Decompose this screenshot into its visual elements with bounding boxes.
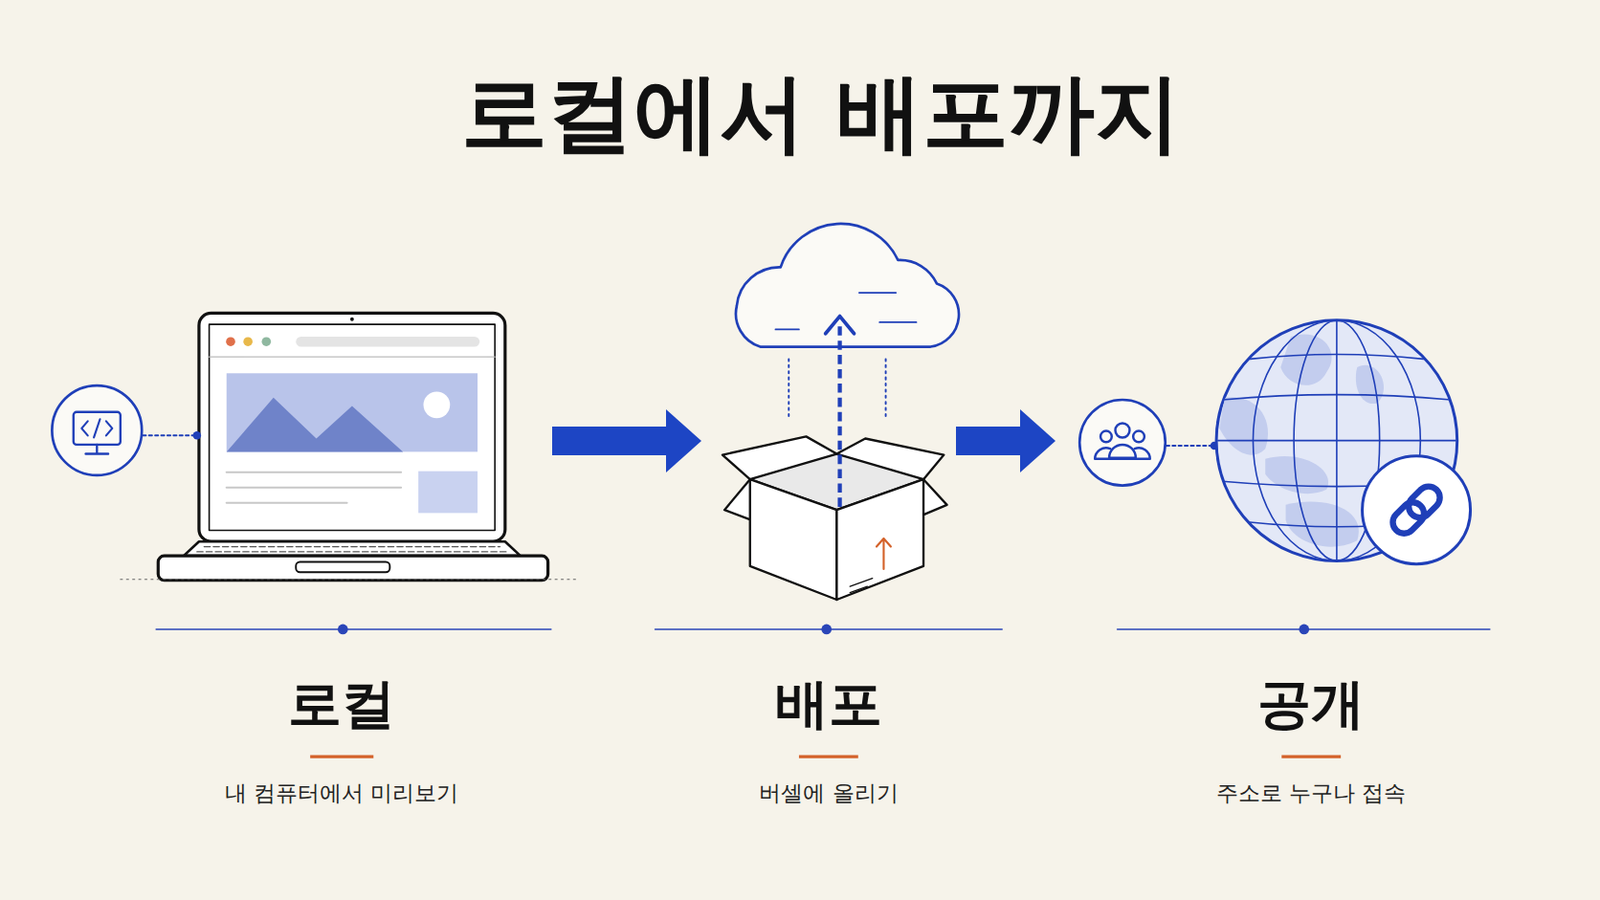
accent-underline: [310, 755, 1341, 759]
stage-heading: 공개: [1055, 677, 1567, 732]
arrow-head: [666, 409, 702, 473]
baseline: [155, 624, 1490, 636]
stage-caption: 주소로 누구나 접속: [1055, 780, 1567, 808]
stage-column: 로컬내 컴퓨터에서 미리보기: [131, 191, 553, 823]
arrow-head: [1020, 409, 1056, 473]
stage-column: 배포버셀에 올리기: [701, 191, 956, 823]
flow-arrow: [552, 409, 702, 473]
link-badge: [1362, 456, 1471, 565]
cloud: [735, 223, 959, 421]
stage-column: 공개주소로 누구나 접속: [1055, 191, 1567, 823]
flow-arrow: [955, 409, 1056, 473]
stage-heading: 로컬: [131, 677, 553, 732]
arrow-shaft: [552, 426, 667, 456]
open-box: [722, 436, 948, 600]
upload-arrow: [825, 316, 855, 508]
stage-caption: 내 컴퓨터에서 미리보기: [131, 780, 553, 808]
stage-heading: 배포: [701, 677, 956, 732]
people-icon: [1079, 400, 1219, 487]
stage-caption: 버셀에 올리기: [701, 780, 956, 808]
laptop: [120, 312, 578, 580]
code-icon: [51, 385, 201, 476]
title: 로컬에서 배포까지: [0, 65, 1600, 160]
arrow-shaft: [955, 426, 1022, 456]
